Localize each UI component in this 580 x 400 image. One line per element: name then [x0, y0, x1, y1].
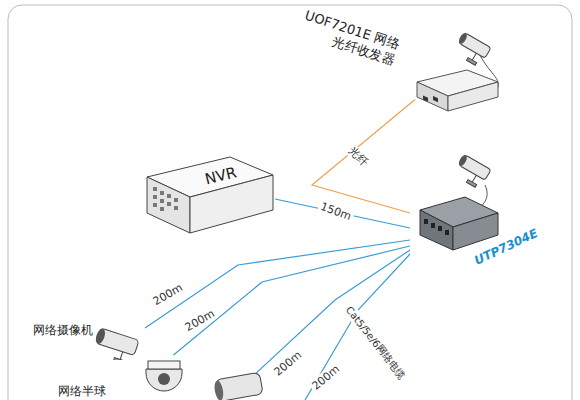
distance-label: 200m	[270, 347, 306, 380]
shape-outline	[145, 155, 275, 235]
cable-connector	[275, 199, 410, 228]
cable-connector	[145, 240, 410, 328]
cable-wire	[305, 254, 410, 400]
frame	[8, 5, 572, 400]
cable-type-label: Cat5/5e/6网络电缆	[342, 302, 410, 383]
shape-outline	[95, 320, 145, 360]
node-label: UOF7201E 网络光纤收发器	[287, 4, 402, 68]
bullet-camera	[452, 32, 491, 68]
edge-label: 200m	[181, 306, 218, 335]
bullet-camera	[213, 372, 263, 400]
cable-wire	[240, 250, 410, 388]
distance-label: 200m	[308, 361, 344, 394]
poe-switch: UTP7304E	[410, 195, 500, 255]
bullet-camera	[452, 154, 491, 190]
cable-connector	[312, 100, 415, 214]
edge-label: 光纤	[344, 143, 372, 171]
network-camera: 网络摄像机	[95, 320, 145, 360]
shape-outline	[410, 195, 500, 255]
dome-camera: 网络半球	[142, 355, 187, 395]
edge-label: 200m	[149, 280, 186, 309]
fiber-transceiver: UOF7201E 网络光纤收发器	[415, 68, 500, 113]
node-label: 网络半球	[58, 383, 106, 400]
node-label: 网络摄像机	[33, 322, 93, 339]
shape-outline	[142, 355, 187, 395]
nvr-recorder: NVR	[145, 155, 275, 235]
edge-label: 150m	[317, 199, 355, 223]
shape-outline	[415, 68, 500, 113]
